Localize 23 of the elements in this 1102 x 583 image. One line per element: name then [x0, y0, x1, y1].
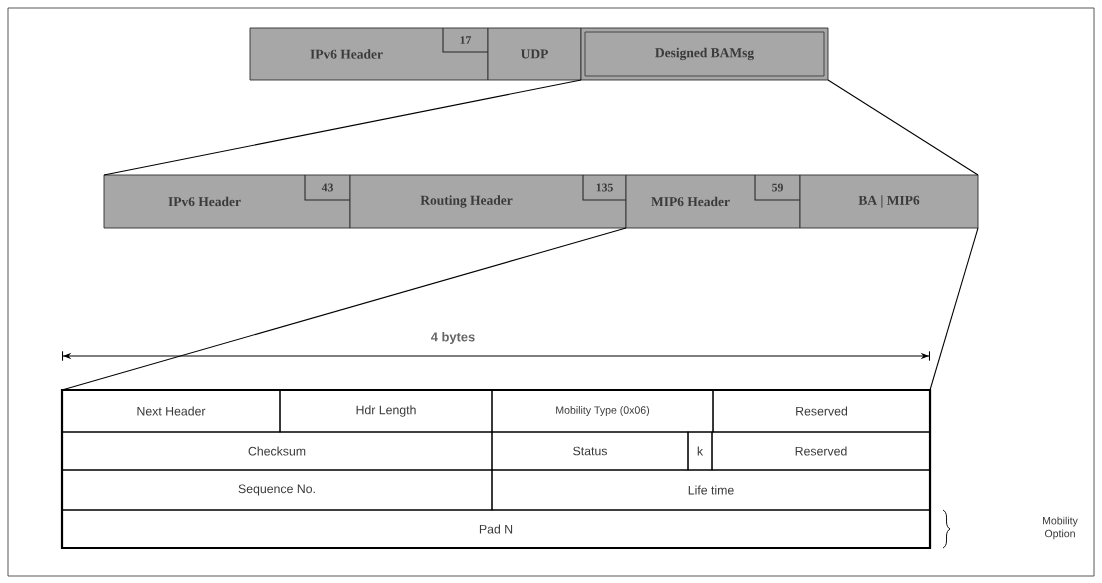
option-label: Mobility Option	[1043, 516, 1078, 540]
table-cell: Pad N	[61, 509, 931, 549]
next-header-tab: 59	[754, 174, 801, 201]
expansion-line	[929, 227, 979, 391]
node-label: Next Header	[137, 406, 206, 416]
table-cell: Reserved	[712, 389, 931, 433]
table-cell: Life time	[491, 469, 931, 511]
table-cell: Checksum	[61, 431, 493, 471]
expansion-line	[827, 79, 979, 176]
table-cell: Reserved	[711, 431, 931, 471]
table-cell: Hdr Length	[279, 389, 493, 433]
table-cell: Mobility Type (0x06)	[491, 389, 714, 433]
next-header-tab: 135	[582, 174, 627, 201]
table-cell: Status	[491, 431, 689, 471]
next-header-tab: 17	[442, 27, 489, 53]
expansion-line	[61, 227, 627, 391]
header-field-box: BA | MIP6	[799, 174, 979, 229]
next-header-tab: 43	[304, 174, 351, 201]
header-field-box: UDP	[487, 27, 582, 81]
dimension-label: 4 bytes	[431, 332, 475, 344]
expansion-line	[103, 79, 582, 176]
table-cell: k	[687, 431, 713, 471]
table-cell: Sequence No.	[61, 469, 493, 511]
